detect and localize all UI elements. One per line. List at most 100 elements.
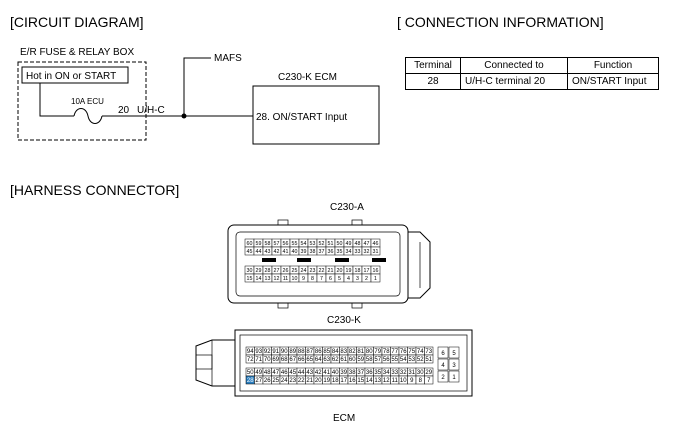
pin-number: 44 [298,370,305,376]
pin-number: 85 [323,349,330,355]
pin-number: 57 [374,357,381,363]
pin-number: 42 [274,249,280,255]
connection-table: Terminal Connected to Function 28 U/H-C … [405,57,659,90]
c230a-key-left [277,219,289,226]
c230a-label: C230-A [330,202,364,213]
pin-number: 12 [383,378,390,384]
pin-number: 79 [374,349,381,355]
pin-number: 57 [274,241,280,247]
pin-number: 81 [357,349,364,355]
pin-number: 52 [319,241,325,247]
c230a-key-slot [372,258,386,262]
pin-number: 60 [247,241,253,247]
pin-number: 18 [355,268,361,274]
ecm-label: ECM [333,413,355,424]
pin-number: 8 [419,378,423,384]
pin-number: 75 [408,349,415,355]
pin-number: 78 [383,349,390,355]
pin-number: 13 [374,378,381,384]
pin-number: 28 [247,378,254,384]
circuit-diagram-heading: [CIRCUIT DIAGRAM] [10,14,144,30]
harness-connector-heading: [HARNESS CONNECTOR] [10,182,179,198]
pin-number: 23 [289,378,296,384]
pin-number: 51 [425,357,432,363]
pin-number: 44 [256,249,262,255]
hot-in-on-start-label: Hot in ON or START [26,71,116,82]
pin-cell [370,246,381,256]
pin-number: 30 [247,268,253,274]
pin-cell [437,358,449,371]
pin-number: 53 [310,241,316,247]
pin-number: 6 [441,351,445,357]
pin-number: 92 [264,349,271,355]
pin-number: 33 [355,249,361,255]
pin-number: 38 [310,249,316,255]
pin-number: 58 [366,357,373,363]
pin-number: 76 [400,349,407,355]
pin-cell [437,370,449,383]
pin-number: 19 [323,378,330,384]
pin-number: 35 [337,249,343,255]
ecm-box [252,85,380,145]
pin-number: 30 [417,370,424,376]
pin-number: 19 [346,268,352,274]
pin-number: 49 [346,241,352,247]
pin-number: 48 [264,370,271,376]
pin-number: 26 [283,268,289,274]
pin-number: 5 [452,351,456,357]
pin-number: 4 [347,276,350,282]
pin-number: 55 [391,357,398,363]
pin-number: 11 [392,378,399,384]
pin-number: 54 [400,357,407,363]
pin-number: 83 [340,349,347,355]
pin-number: 64 [315,357,322,363]
pin-number: 90 [281,349,288,355]
pin-number: 60 [349,357,356,363]
pin-number: 43 [265,249,271,255]
pin-number: 21 [328,268,334,274]
pin-number: 55 [292,241,298,247]
pin-number: 68 [281,357,288,363]
pin-cell [370,273,381,283]
pin-number: 1 [452,375,456,381]
pin-number: 84 [332,349,339,355]
pin-number: 51 [328,241,334,247]
c230k-latch [195,339,235,387]
mafs-label: MAFS [214,53,242,64]
c230a-key-slot [262,258,276,262]
pin-number: 27 [255,378,262,384]
pin-number: 43 [306,370,313,376]
pin-number: 58 [265,241,271,247]
pin-cell [448,346,460,359]
pin-cell [448,358,460,371]
pin-number: 25 [292,268,298,274]
pin-number: 33 [391,370,398,376]
pin-number: 53 [408,357,415,363]
table-cell-terminal: 28 [405,73,461,90]
pin-number: 82 [349,349,356,355]
c230a-key-bottom-right [351,302,363,309]
pin-number: 50 [247,370,254,376]
pin-number: 10 [292,276,298,282]
pin-number: 31 [408,370,415,376]
pin-number: 14 [256,276,262,282]
pin-number: 1 [374,276,377,282]
pin-number: 26 [264,378,271,384]
pin-number: 45 [247,249,253,255]
pin-number: 46 [281,370,288,376]
pin-number: 37 [319,249,325,255]
pin-number: 36 [366,370,373,376]
c230a-inner [235,231,401,297]
pin-number: 77 [391,349,398,355]
pin-number: 72 [247,357,254,363]
pin-number: 88 [298,349,305,355]
pin-number: 35 [374,370,381,376]
table-cell-connected-to: U/H-C terminal 20 [460,73,568,90]
pin-number: 91 [272,349,279,355]
pin-number: 6 [329,276,332,282]
pin-number: 45 [289,370,296,376]
pin-number: 14 [366,378,373,384]
pin-number: 2 [365,276,368,282]
